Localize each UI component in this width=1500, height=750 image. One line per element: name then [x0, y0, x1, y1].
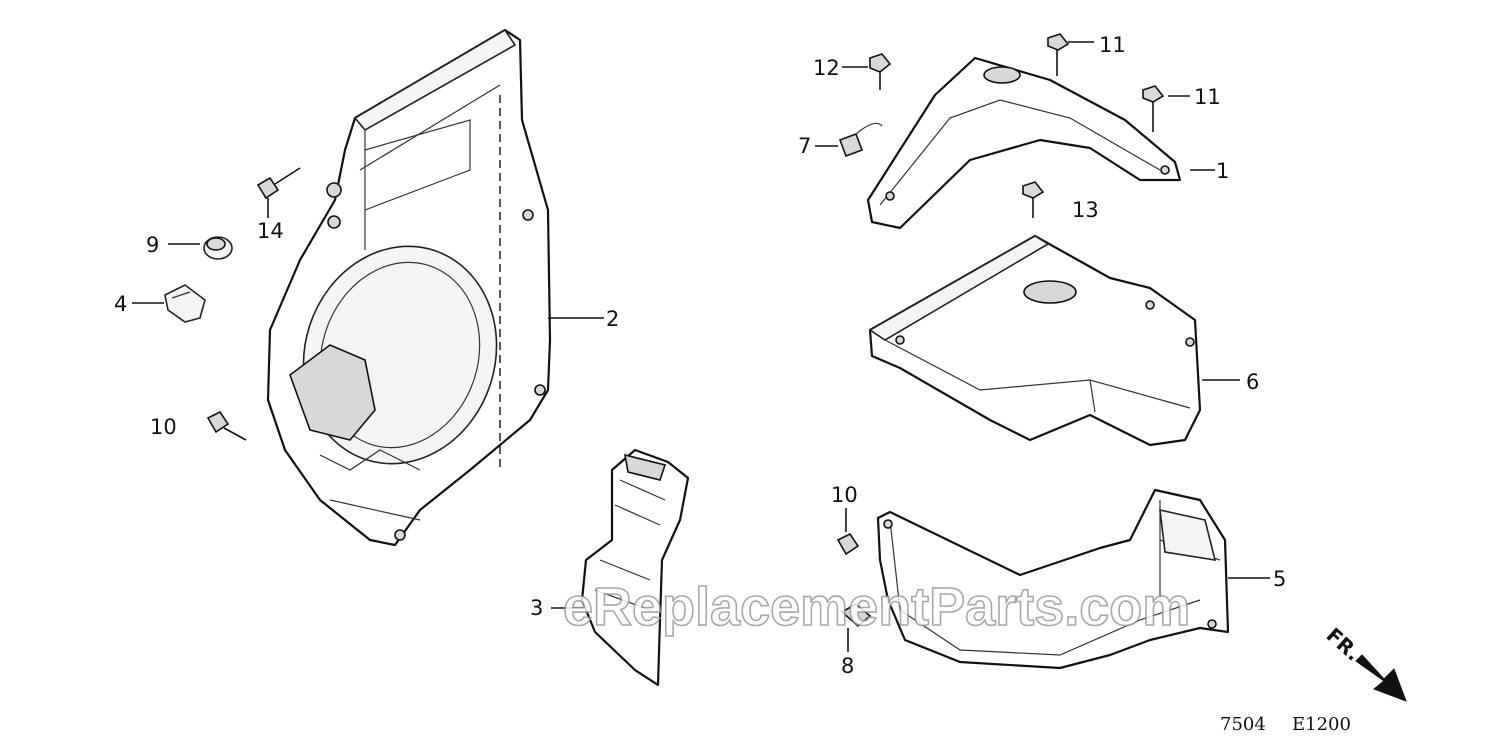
part-10-bolt-left	[206, 410, 247, 441]
part-13-bolt	[1022, 181, 1045, 218]
diagram-code-right: E1200	[1292, 714, 1351, 735]
callout-7: 7	[798, 134, 811, 158]
diagram-code-left: 7504	[1220, 714, 1266, 735]
part-8-clip	[840, 603, 872, 652]
part-4-knob	[132, 284, 206, 323]
part-1-bracket	[866, 56, 1215, 230]
part-3-shroud	[551, 448, 690, 687]
callout-9: 9	[146, 233, 159, 257]
part-9-grommet	[168, 236, 233, 260]
part-7-clip	[815, 122, 883, 158]
callout-6: 6	[1246, 370, 1259, 394]
part-12-bolt	[842, 53, 892, 90]
callout-4: 4	[114, 292, 127, 316]
callout-5: 5	[1273, 567, 1286, 591]
callout-2: 2	[606, 307, 619, 331]
part-14-screw	[256, 167, 301, 218]
callout-10-right: 10	[831, 483, 858, 507]
callout-14: 14	[257, 219, 284, 243]
callout-12: 12	[813, 56, 840, 80]
part-5-shroud	[876, 488, 1270, 670]
part-10-bolt-right	[836, 508, 860, 556]
callout-11-right: 11	[1194, 85, 1221, 109]
callout-1: 1	[1216, 159, 1229, 183]
callout-13: 13	[1072, 198, 1099, 222]
callout-3: 3	[530, 596, 543, 620]
part-11-bolt-right	[1142, 85, 1190, 132]
part-6-cover	[868, 234, 1240, 447]
part-2-fan-cover	[266, 28, 604, 547]
part-11-bolt-top	[1047, 33, 1094, 76]
watermark: eReplacementParts.com	[563, 577, 1190, 637]
callout-8: 8	[841, 654, 854, 678]
callout-10-left: 10	[150, 415, 177, 439]
front-arrow-icon	[1355, 654, 1407, 702]
callout-11-top: 11	[1099, 33, 1126, 57]
